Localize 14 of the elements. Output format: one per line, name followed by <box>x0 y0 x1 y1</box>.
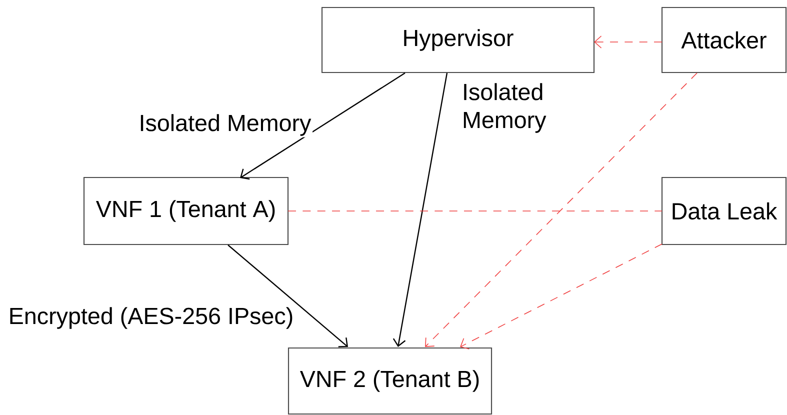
edge-label: Encrypted (AES-256 IPsec) <box>7 306 295 330</box>
edge-label: Isolated Memory <box>460 82 564 134</box>
arrow <box>240 72 406 180</box>
process-box: Attacker <box>661 6 787 74</box>
process-box: Data Leak <box>661 176 787 246</box>
arrow <box>228 244 348 348</box>
arrow <box>425 72 698 347</box>
process-box: VNF 1 (Tenant A) <box>83 176 289 246</box>
arrow <box>594 36 662 48</box>
arrow <box>460 244 662 350</box>
process-box: VNF 2 (Tenant B) <box>288 347 492 415</box>
arrow <box>392 72 448 347</box>
edge-label: Isolated Memory <box>137 112 313 138</box>
process-box: Hypervisor <box>321 6 595 74</box>
